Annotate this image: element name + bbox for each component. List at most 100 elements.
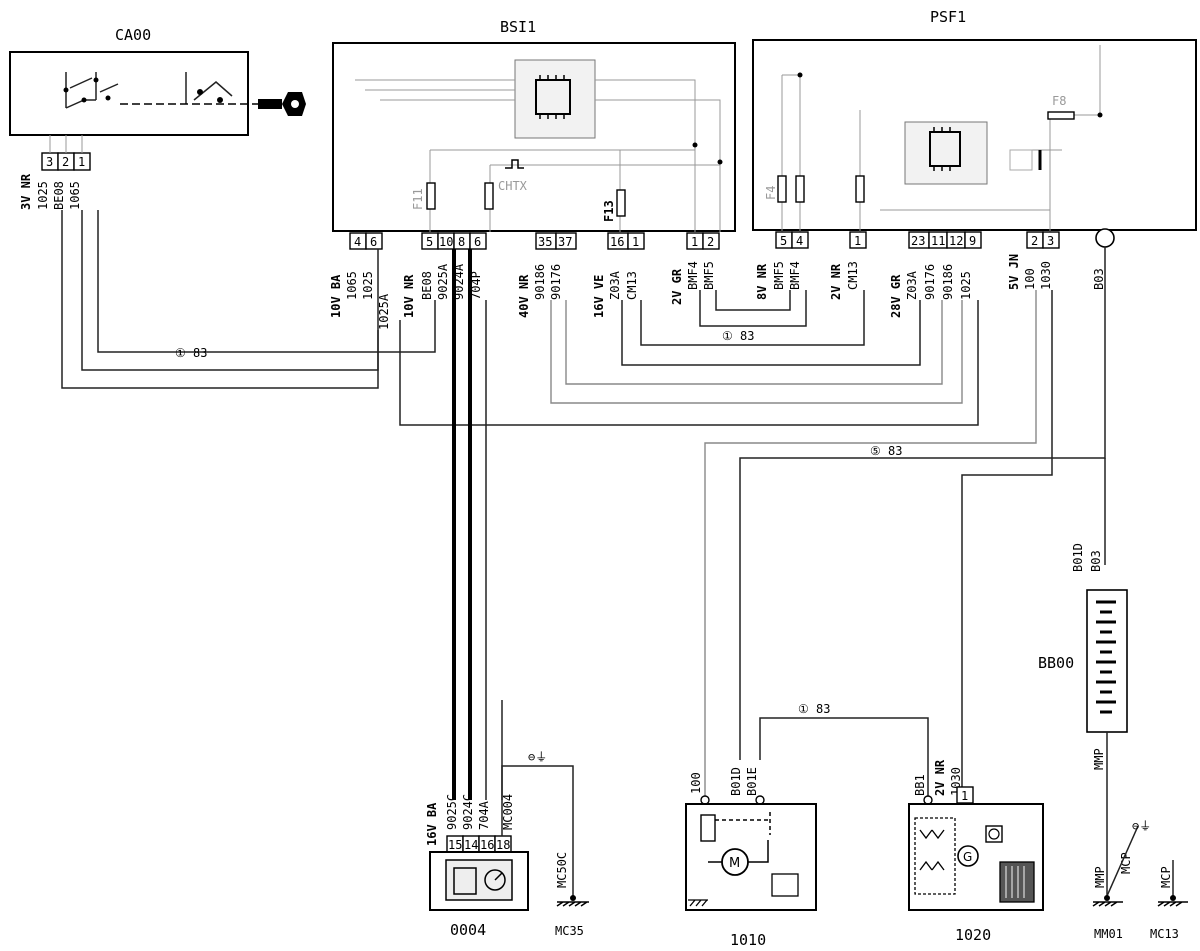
- svg-text:704P: 704P: [469, 271, 483, 300]
- svg-text:5: 5: [426, 235, 433, 249]
- svg-text:6: 6: [474, 235, 481, 249]
- svg-text:B01D: B01D: [1071, 543, 1085, 572]
- svg-text:MC004: MC004: [501, 794, 515, 830]
- svg-text:MCP: MCP: [1119, 852, 1133, 874]
- psf1-connector-c: 23 11 12 9 28V GR Z03A 90176 90186 1025: [889, 231, 982, 318]
- svg-text:16V VE: 16V VE: [592, 275, 606, 318]
- svg-text:MMP: MMP: [1093, 866, 1107, 888]
- psf1-title: PSF1: [930, 8, 966, 26]
- ca00-conn-label: 3V NR: [19, 173, 33, 210]
- svg-text:MMP: MMP: [1092, 748, 1106, 770]
- svg-text:100: 100: [1023, 268, 1037, 290]
- c0004-component: 16V BA 9025C 9024C 704A MC004 15 14 16 1…: [425, 750, 589, 939]
- svg-text:2V NR: 2V NR: [933, 759, 947, 796]
- psf1-component: PSF1 F8 F4: [752, 8, 1197, 232]
- c1010-title: 1010: [730, 931, 766, 949]
- svg-text:① 83: ① 83: [722, 329, 754, 343]
- svg-text:BMF4: BMF4: [686, 261, 700, 290]
- svg-text:B03: B03: [1092, 268, 1106, 290]
- svg-text:704A: 704A: [477, 800, 491, 830]
- svg-text:B01E: B01E: [745, 767, 759, 796]
- svg-text:2: 2: [1031, 234, 1038, 248]
- svg-text:16: 16: [610, 235, 624, 249]
- svg-text:10: 10: [439, 235, 453, 249]
- svg-text:90176: 90176: [923, 264, 937, 300]
- svg-text:4: 4: [796, 234, 803, 248]
- svg-text:11: 11: [931, 234, 945, 248]
- svg-text:1030: 1030: [1039, 261, 1053, 290]
- svg-text:9: 9: [969, 234, 976, 248]
- svg-text:1: 1: [632, 235, 639, 249]
- alternator-winding-icon: [999, 861, 1035, 903]
- motor-icon: M: [708, 840, 769, 876]
- svg-text:BMF4: BMF4: [788, 261, 802, 290]
- svg-text:⊖⏚: ⊖⏚: [1132, 819, 1151, 833]
- svg-text:1: 1: [961, 789, 968, 803]
- svg-text:BMF5: BMF5: [772, 261, 786, 290]
- bb00-title: BB00: [1038, 654, 1074, 672]
- svg-text:F8: F8: [1052, 94, 1066, 108]
- svg-text:① 83: ① 83: [175, 346, 207, 360]
- svg-text:BE08: BE08: [52, 181, 66, 210]
- svg-text:90186: 90186: [533, 264, 547, 300]
- ca00-component: CA00 3 2 1 3V NR 1025 BE08 1065: [9, 26, 306, 210]
- svg-text:16: 16: [480, 838, 494, 852]
- svg-text:B03: B03: [1089, 550, 1103, 572]
- bb00-component: B01D B03 BB00 MMP: [1038, 543, 1128, 896]
- key-icon: [258, 92, 306, 116]
- ground-mc13-group: ⊖⏚ MCP MC13: [1132, 819, 1188, 941]
- psf-chip-icon: [929, 127, 961, 171]
- svg-text:28V GR: 28V GR: [889, 274, 903, 318]
- svg-text:① 83: ① 83: [798, 702, 830, 716]
- svg-text:2V NR: 2V NR: [829, 263, 843, 300]
- ca00-connector: 3 2 1 3V NR 1025 BE08 1065: [19, 152, 91, 210]
- ground-mm01: MM01: [1094, 927, 1123, 941]
- svg-text:CM13: CM13: [846, 261, 860, 290]
- svg-text:⑤ 83: ⑤ 83: [870, 444, 902, 458]
- bsi1-connector-c: 35 37 40V NR 90186 90176: [517, 232, 577, 318]
- svg-text:5V JN: 5V JN: [1007, 254, 1021, 290]
- svg-text:F4: F4: [764, 186, 778, 200]
- svg-text:2: 2: [707, 235, 714, 249]
- ca00-title: CA00: [115, 26, 151, 44]
- svg-text:F11: F11: [411, 188, 425, 210]
- svg-text:8: 8: [458, 235, 465, 249]
- c0004-title: 0004: [450, 921, 486, 939]
- svg-text:1065: 1065: [68, 181, 82, 210]
- wiring-harness: ① 83 ① 83 ⑤ 83 ① 83: [61, 210, 1106, 800]
- svg-text:6: 6: [370, 235, 377, 249]
- ecu-chip-icon: [535, 75, 571, 119]
- svg-text:Z03A: Z03A: [905, 270, 919, 300]
- svg-text:18: 18: [496, 838, 510, 852]
- svg-text:37: 37: [558, 235, 572, 249]
- svg-text:1025: 1025: [361, 271, 375, 300]
- svg-text:⊖⏚: ⊖⏚: [528, 750, 547, 764]
- c1020-component: BB1 2V NR 1030 1 G 1020: [908, 759, 1044, 944]
- svg-text:40V NR: 40V NR: [517, 274, 531, 318]
- fuse-f13-label: F13: [602, 200, 616, 222]
- svg-text:G: G: [963, 850, 972, 864]
- svg-text:1025: 1025: [36, 181, 50, 210]
- svg-text:Z03A: Z03A: [608, 270, 622, 300]
- svg-text:9025A: 9025A: [436, 263, 450, 300]
- battery-cells-icon: [1096, 600, 1116, 714]
- svg-text:1: 1: [854, 234, 861, 248]
- regulator-icon: [985, 825, 1003, 843]
- svg-text:14: 14: [464, 838, 478, 852]
- bsi1-connector-e: 1 2 2V GR BMF4 BMF5: [670, 232, 720, 305]
- generator-icon: G: [957, 845, 979, 867]
- rectifier-bridge-icon: [914, 817, 956, 895]
- svg-text:100: 100: [689, 772, 703, 794]
- svg-text:1025A: 1025A: [377, 293, 391, 330]
- svg-text:BMF5: BMF5: [702, 261, 716, 290]
- bsi1-connector-d: 16 1 16V VE Z03A CM13: [592, 232, 645, 318]
- svg-text:9025C: 9025C: [445, 794, 459, 830]
- svg-text:CM13: CM13: [625, 271, 639, 300]
- svg-text:BB1: BB1: [913, 774, 927, 796]
- instrument-gauge-icon: [453, 867, 506, 895]
- psf1-b03-terminal: B03: [1092, 228, 1115, 290]
- svg-text:M: M: [729, 856, 740, 871]
- svg-text:10V BA: 10V BA: [329, 274, 343, 318]
